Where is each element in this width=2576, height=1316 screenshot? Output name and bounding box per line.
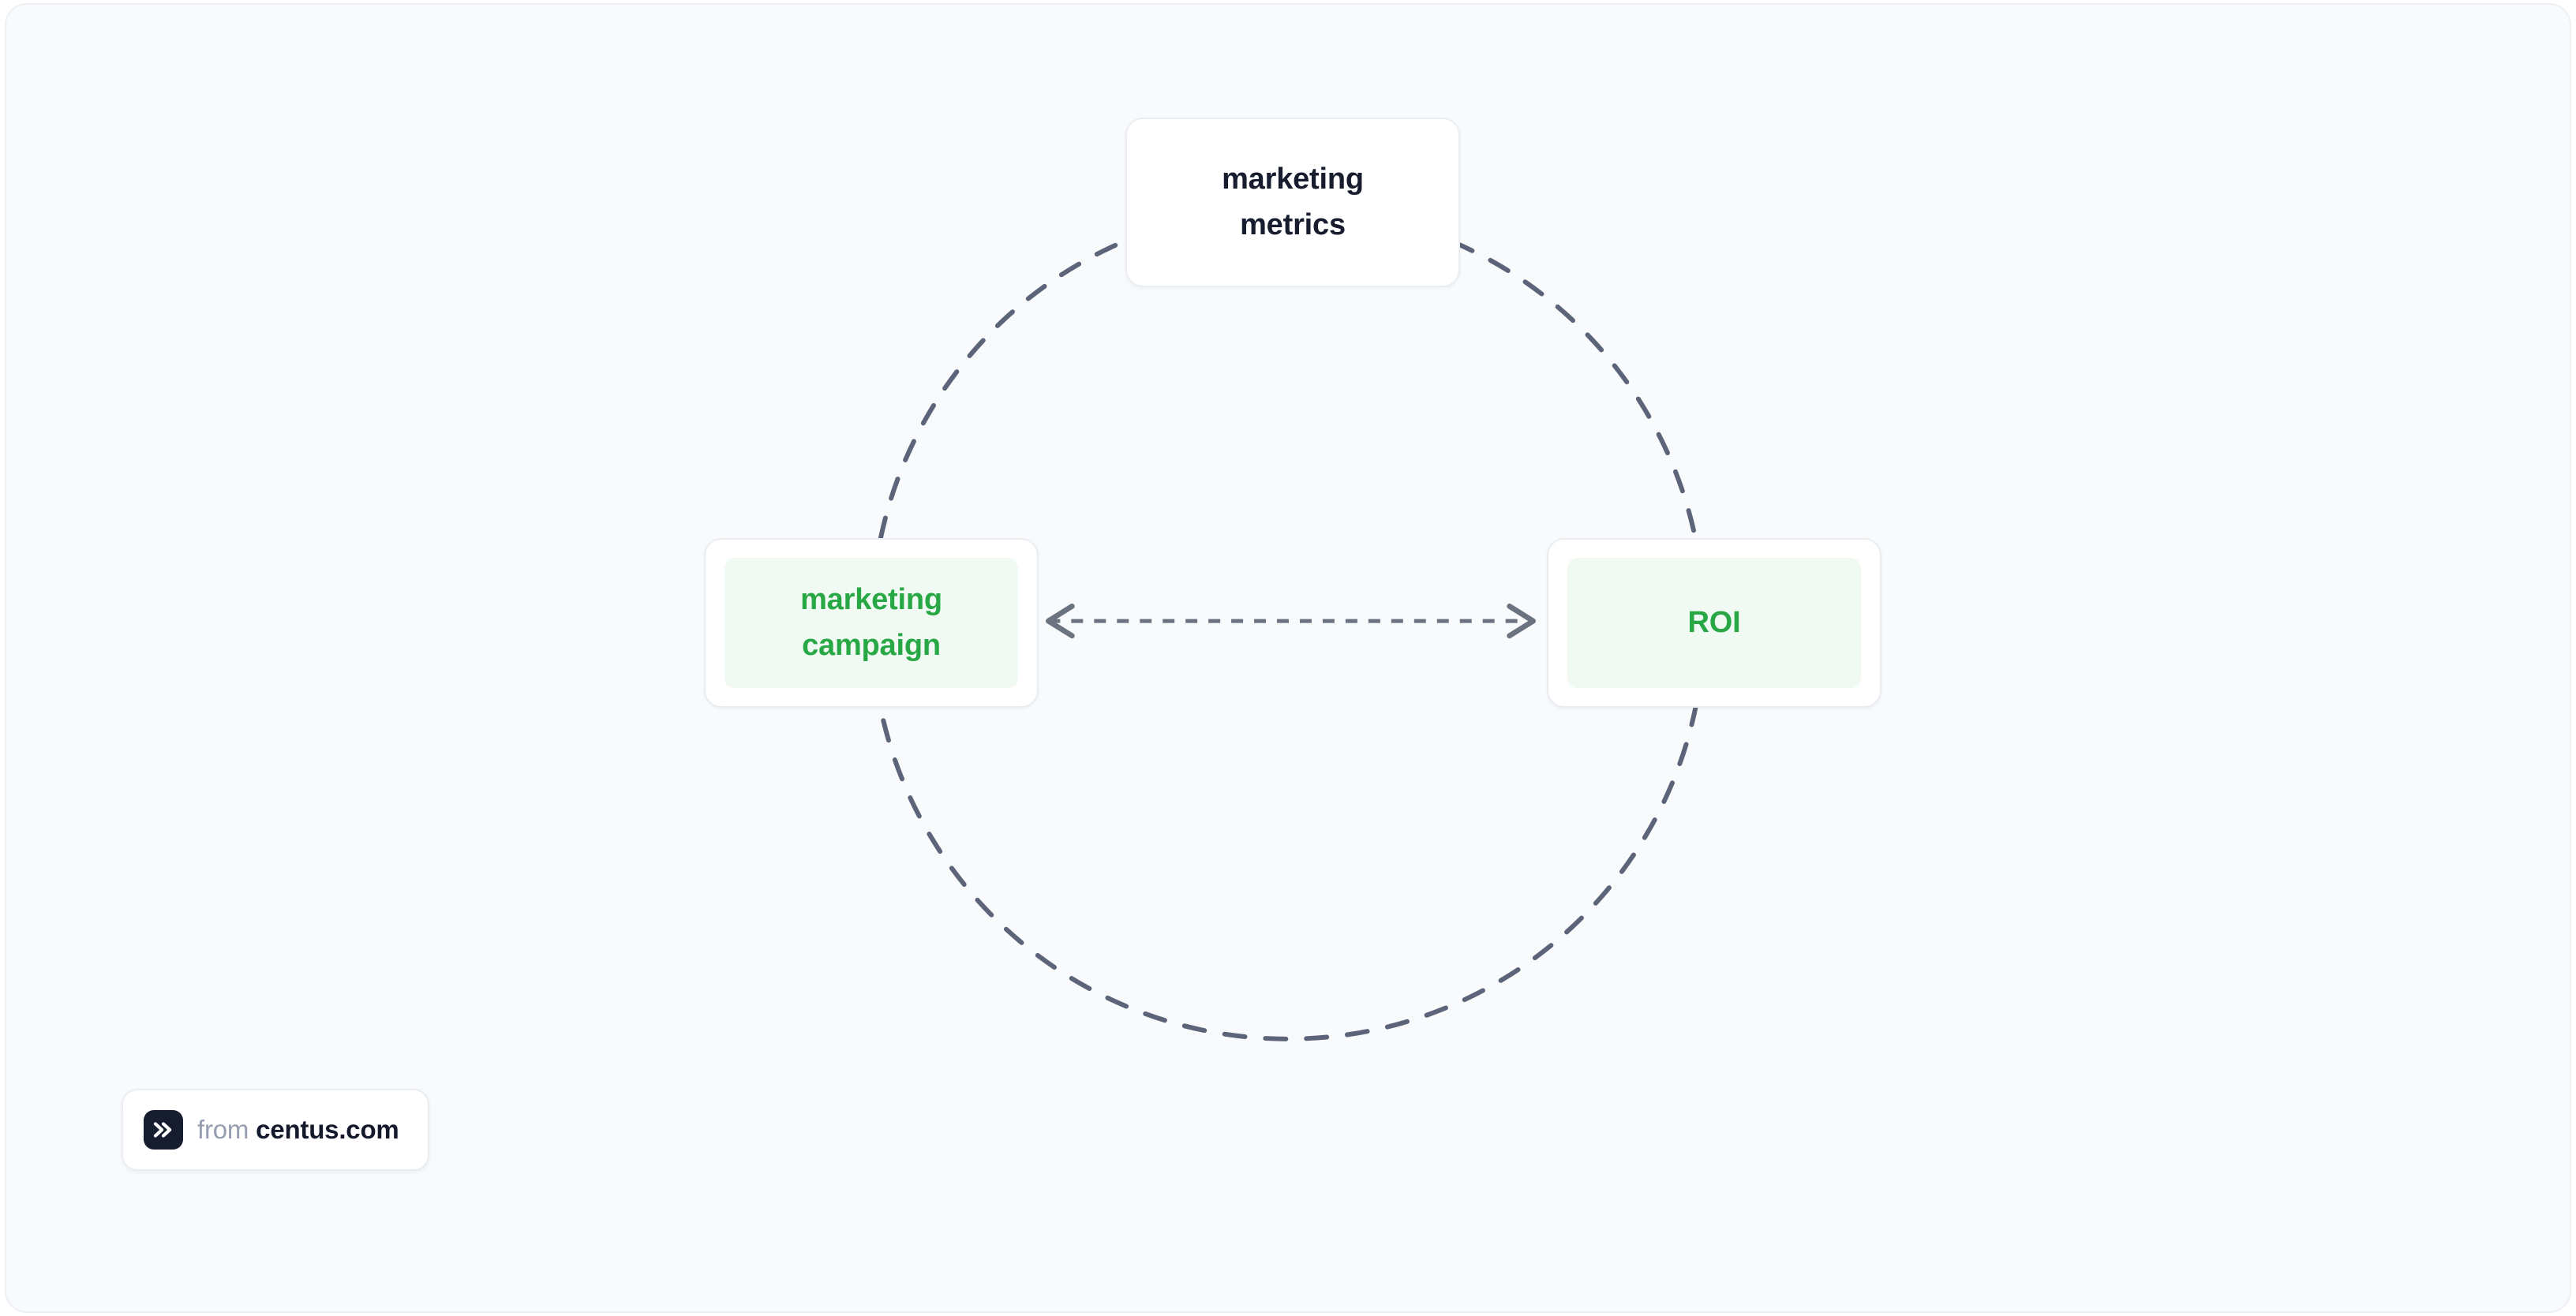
source-badge-prefix: from: [197, 1115, 249, 1144]
node-marketing-campaign-label: marketing campaign: [800, 582, 942, 662]
diagram-canvas: marketing metrics marketing campaign ROI…: [5, 3, 2571, 1313]
double-chevron-right-icon: [144, 1110, 183, 1150]
source-badge[interactable]: from centus.com: [122, 1089, 429, 1171]
source-badge-text: from centus.com: [197, 1115, 399, 1145]
node-marketing-campaign-panel: marketing campaign: [724, 558, 1018, 688]
node-marketing-metrics-label: marketing metrics: [1222, 162, 1364, 241]
node-marketing-metrics-panel: marketing metrics: [1146, 137, 1440, 267]
node-roi-label: ROI: [1687, 605, 1741, 639]
node-roi-panel: ROI: [1567, 558, 1861, 688]
node-marketing-metrics[interactable]: marketing metrics: [1125, 118, 1460, 287]
source-badge-domain: centus.com: [256, 1115, 399, 1144]
node-marketing-campaign[interactable]: marketing campaign: [704, 538, 1039, 708]
node-roi[interactable]: ROI: [1547, 538, 1881, 708]
